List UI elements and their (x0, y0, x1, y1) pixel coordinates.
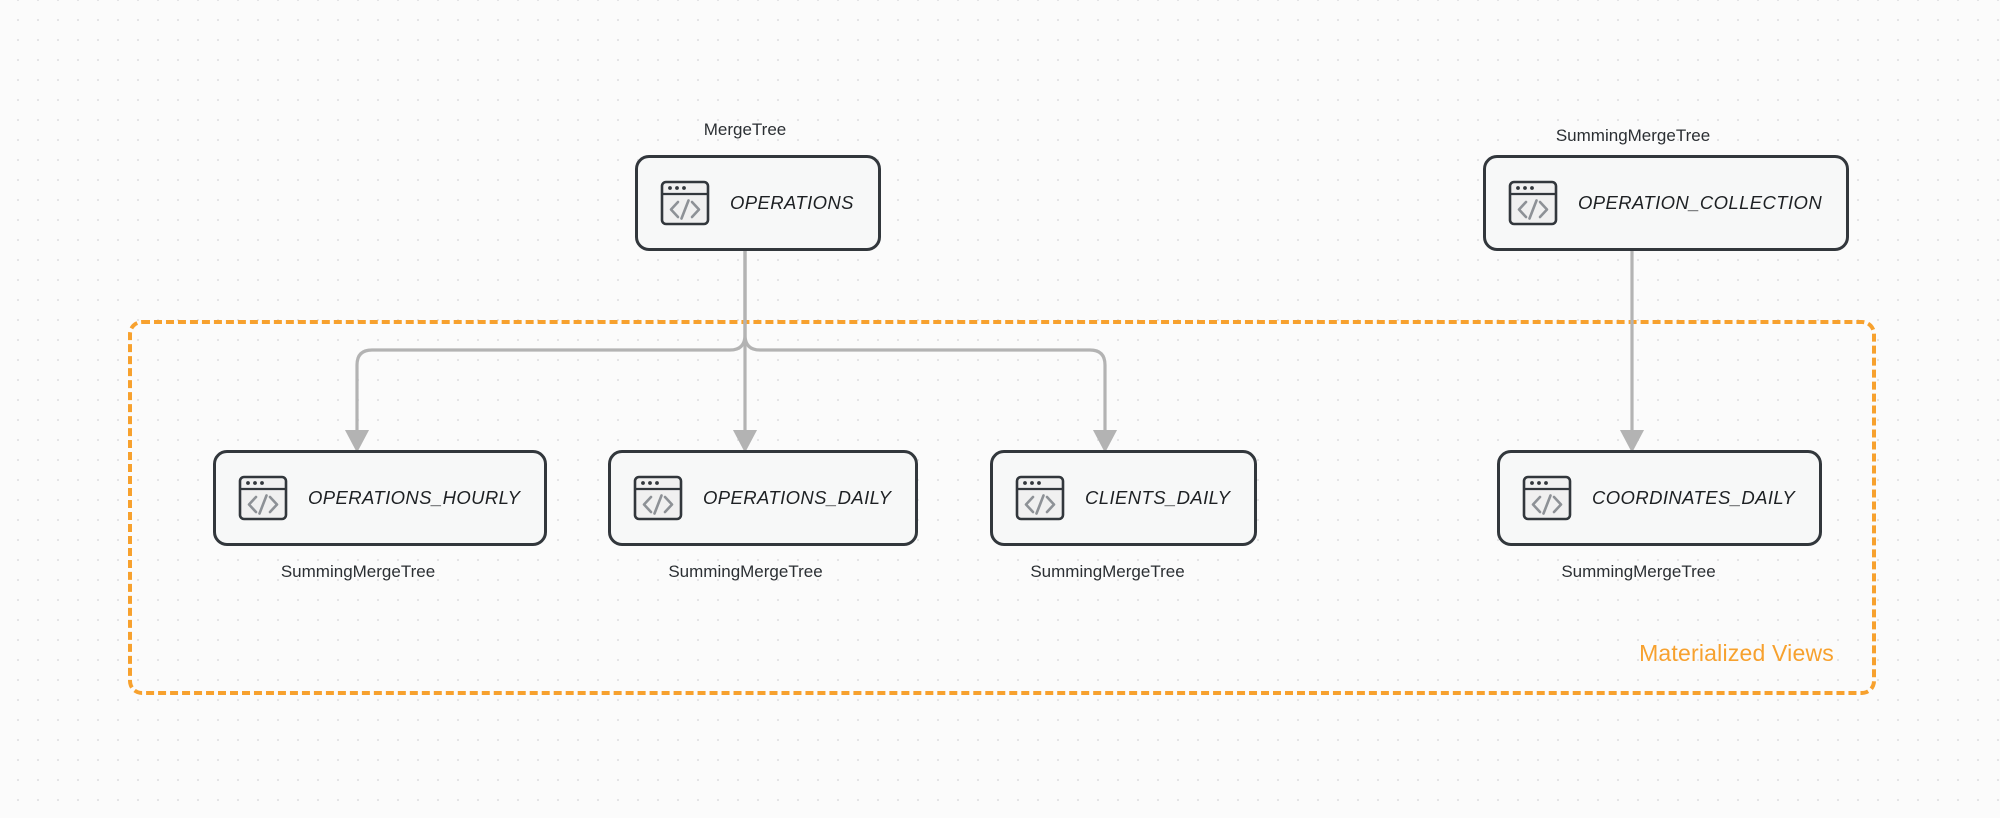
code-window-icon (1508, 180, 1558, 226)
engine-label-coordinates-daily: SummingMergeTree (1561, 562, 1716, 581)
code-window-icon (660, 180, 710, 226)
node-coordinates-daily[interactable]: COORDINATES_DAILY (1497, 450, 1823, 546)
engine-label-clients-daily: SummingMergeTree (1030, 562, 1185, 581)
node-operations-daily[interactable]: OPERATIONS_DAILY (608, 450, 919, 546)
node-title: OPERATIONS_HOURLY (308, 487, 521, 508)
node-title: OPERATION_COLLECTION (1578, 192, 1823, 213)
engine-label-operation-collection: SummingMergeTree (1555, 126, 1711, 145)
node-title: OPERATIONS_DAILY (703, 487, 892, 508)
node-title: COORDINATES_DAILY (1592, 487, 1796, 508)
engine-label-operations-hourly: SummingMergeTree (280, 562, 436, 581)
node-operations[interactable]: OPERATIONS (635, 155, 881, 251)
node-title: OPERATIONS (730, 192, 854, 213)
code-window-icon (238, 475, 288, 521)
node-operations-hourly[interactable]: OPERATIONS_HOURLY (213, 450, 548, 546)
code-window-icon (1522, 475, 1572, 521)
materialized-views-label: Materialized Views (1639, 640, 1834, 666)
engine-label-operations-daily: SummingMergeTree (668, 562, 823, 581)
node-title: CLIENTS_DAILY (1085, 487, 1231, 508)
code-window-icon (633, 475, 683, 521)
code-window-icon (1015, 475, 1065, 521)
node-clients-daily[interactable]: CLIENTS_DAILY (990, 450, 1258, 546)
engine-label-operations: MergeTree (703, 120, 787, 139)
node-operation-collection[interactable]: OPERATION_COLLECTION (1483, 155, 1850, 251)
